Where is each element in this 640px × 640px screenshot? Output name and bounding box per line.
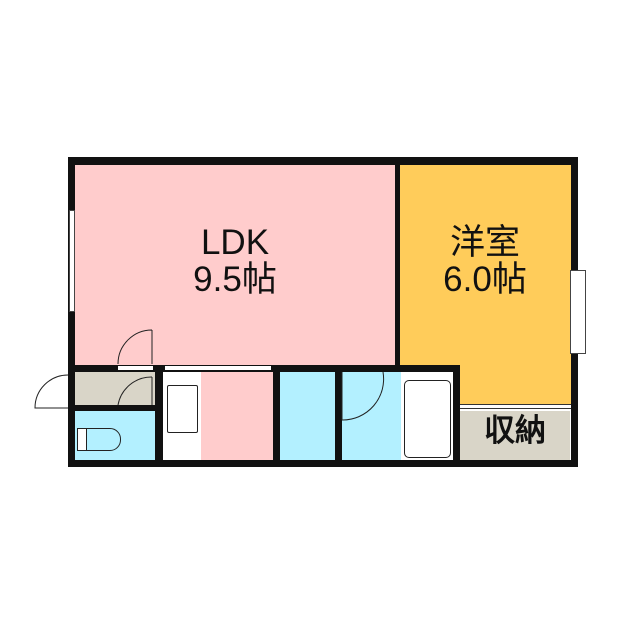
kitchen-corridor	[201, 372, 273, 460]
entry-door-icon	[34, 374, 69, 409]
wall-1	[155, 365, 163, 467]
wall-4	[453, 365, 460, 467]
ldk-door-icon	[117, 329, 153, 365]
window-right[interactable]	[570, 270, 586, 354]
bathtub-icon	[404, 380, 451, 458]
ldk-room	[75, 165, 395, 365]
western-label: 洋室 6.0帖	[410, 223, 560, 299]
window-left[interactable]	[69, 210, 75, 312]
wall-top	[68, 157, 578, 165]
bath-door-icon	[341, 371, 385, 421]
ldk-size: 9.5帖	[193, 259, 277, 299]
ldk-name: LDK	[200, 223, 270, 262]
western-name: 洋室	[449, 223, 520, 262]
sink-icon	[167, 385, 198, 433]
wall-bottom	[68, 460, 578, 467]
ldk-label: LDK 9.5帖	[155, 223, 315, 299]
toilet-tank-icon	[77, 428, 87, 451]
opening-ldk	[118, 366, 153, 370]
storage-label: 収納	[484, 413, 546, 448]
closet-door-line	[460, 404, 571, 409]
bathroom	[342, 372, 401, 460]
wall-2	[273, 365, 280, 467]
wall-left	[68, 157, 75, 467]
wall-ldk-western	[395, 165, 400, 365]
western-size: 6.0帖	[443, 259, 527, 299]
storage-room	[460, 411, 570, 460]
entrance	[75, 372, 155, 405]
wall-entrance-toilet	[75, 405, 155, 411]
opening-kitchen	[165, 366, 271, 370]
washroom	[280, 372, 335, 460]
inner-door-icon	[117, 376, 153, 406]
wall-3	[335, 372, 342, 467]
